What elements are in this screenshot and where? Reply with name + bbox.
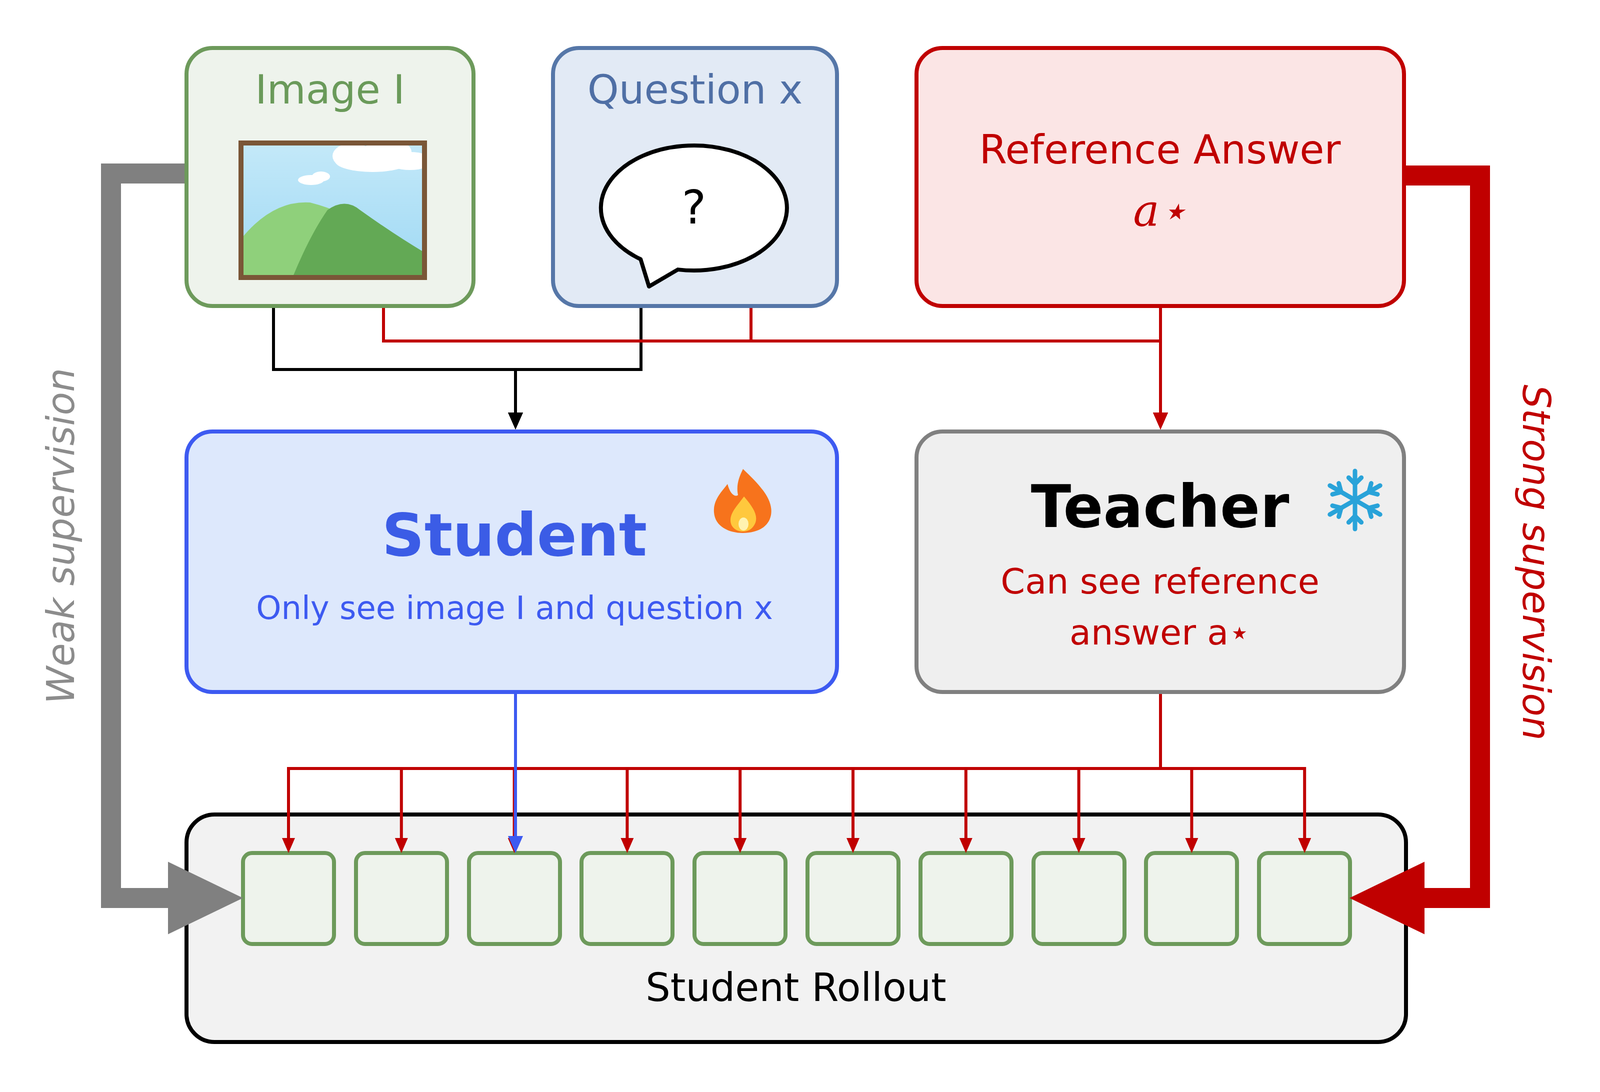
arrow-head-group [508, 412, 523, 430]
supervision-label: Weak supervision [38, 368, 84, 704]
model-title: Teacher [1031, 471, 1290, 543]
supervision-label: Strong supervision [1513, 384, 1559, 741]
box-title: Image I [255, 66, 405, 114]
connector-line [383, 308, 1161, 414]
connector-line [515, 308, 641, 414]
connector-line [1159, 308, 1162, 414]
model-box: TeacherCan see reference answer a⋆ [914, 429, 1406, 694]
arrow-head [1153, 412, 1168, 430]
model-description: Can see reference answer a⋆ [970, 556, 1350, 658]
connector-line [111, 173, 185, 898]
model-title: Student [382, 500, 647, 571]
connector [383, 308, 1168, 430]
connector-line [273, 308, 516, 414]
input-box: Image I [184, 46, 476, 308]
box-title: Question x [587, 66, 803, 114]
model-description: Only see image I and question x [256, 589, 773, 628]
arrow-head [1153, 412, 1168, 430]
box-title: Reference Answer [979, 126, 1341, 174]
question-mark: ? [682, 180, 707, 236]
connector-line [751, 308, 1161, 414]
bubble-shape [601, 145, 787, 287]
connector [751, 308, 1168, 430]
reference-box: Reference Answer a⋆ [914, 46, 1406, 308]
box-title: Student Rollout [645, 964, 946, 1012]
arrow-head [1153, 412, 1168, 430]
arrow-head-group [508, 412, 523, 430]
arrow-head [508, 412, 523, 430]
math-symbol: a⋆ [1133, 184, 1187, 238]
arrow-head-group [1153, 412, 1168, 430]
connector [273, 308, 523, 430]
connector [508, 308, 641, 430]
connector [1153, 308, 1168, 430]
connector-line [1406, 175, 1480, 898]
arrow-head [508, 412, 523, 430]
speech-bubble: ? [597, 142, 791, 291]
arrow-head-group [1153, 412, 1168, 430]
arrow-head-group [1153, 412, 1168, 430]
input-box: Question x? [551, 46, 839, 308]
model-box: StudentOnly see image I and question x [184, 429, 839, 694]
rollout-box: Student Rollout [184, 812, 1408, 1044]
